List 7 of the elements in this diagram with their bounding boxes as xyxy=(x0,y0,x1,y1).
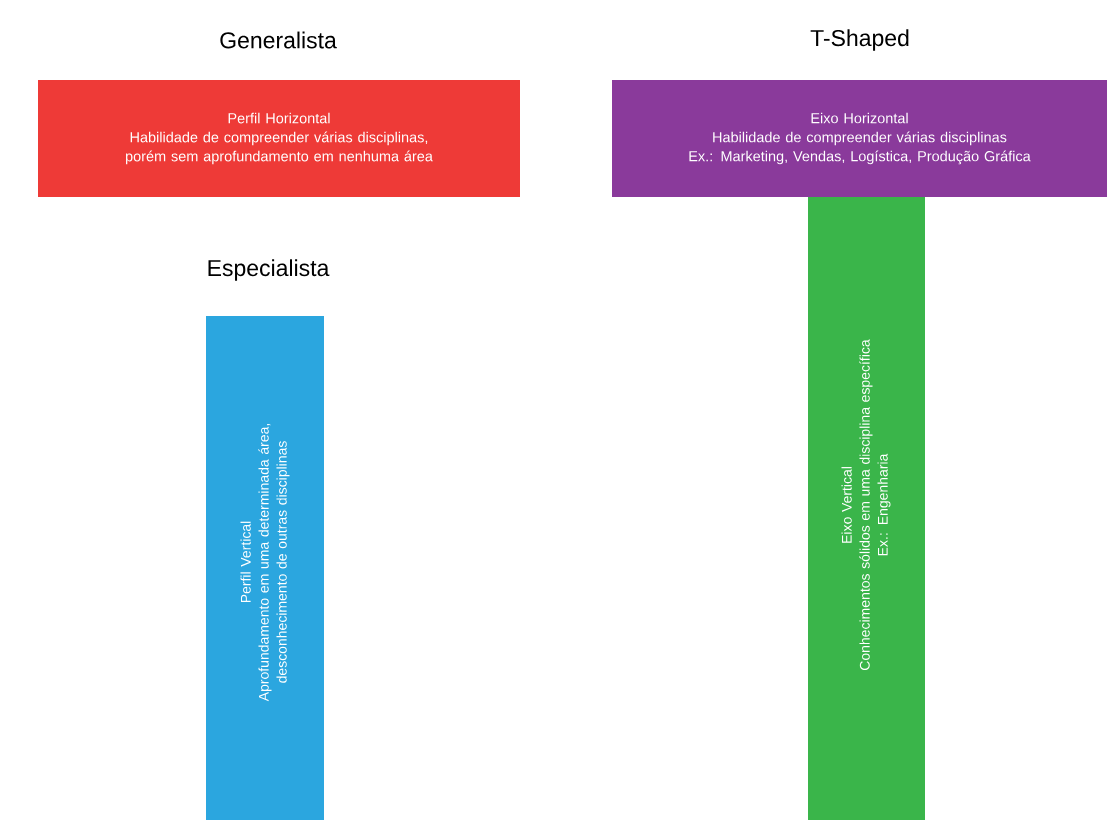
heading: T-Shaped xyxy=(810,29,909,51)
profile-bar: Perfil Vertical Aprofundamento em uma determinada área, desconhecimento de outras disciplinas xyxy=(206,316,324,820)
heading: Especialista xyxy=(208,259,330,281)
profile-bar: Perfil Horizontal Habilidade de compreender várias disciplinas, porém sem aprofundamento em nenhuma área xyxy=(38,80,520,197)
profile-bar: Eixo Vertical Conhecimentos sólidos em uma disciplina específica Ex.: Engenharia xyxy=(808,197,925,820)
heading: Generalista xyxy=(220,31,337,49)
profile-bar: Eixo Horizontal Habilidade de compreender várias disciplinas Ex.: Marketing, Vendas, Logística, Produção Gráfica xyxy=(612,80,1107,197)
